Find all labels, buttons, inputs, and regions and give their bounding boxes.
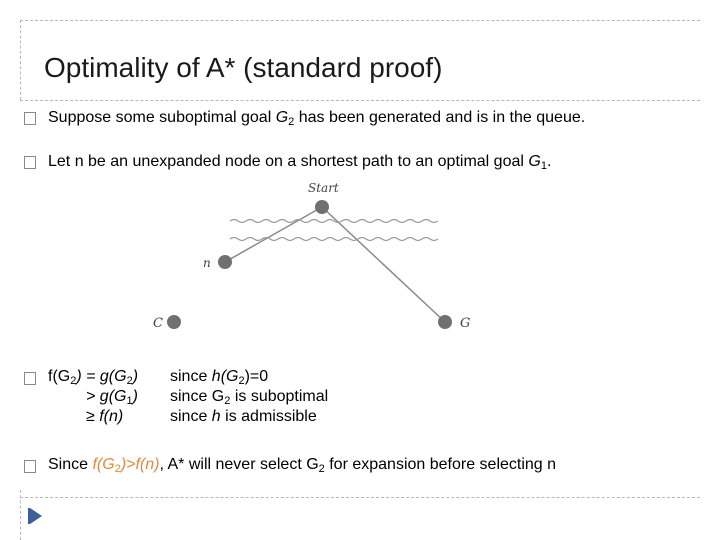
goal-symbol: G — [275, 109, 289, 126]
frontier-wave-upper — [229, 218, 439, 224]
edge-start-g2 — [321, 206, 446, 323]
proof-text: ) — [132, 388, 138, 405]
bullet-text: Let n be an unexpanded node on a shortes… — [48, 153, 529, 170]
proof-text: since — [170, 368, 212, 385]
conclusion-text: , A* will never select G — [159, 456, 319, 473]
conclusion-text: Since — [48, 456, 93, 473]
conclusion-highlight: f(G — [92, 456, 115, 473]
proof-text: h(G — [211, 368, 239, 385]
conclusion-subscript: 2 — [318, 463, 325, 475]
conclusion-highlight: )>f(n) — [120, 456, 160, 473]
goal-symbol: G — [528, 153, 541, 170]
proof-text: since — [170, 408, 212, 425]
proof-subscript: 2 — [238, 375, 245, 387]
footer-divider — [20, 497, 700, 498]
c-label: C — [153, 316, 163, 331]
bullet-marker — [24, 372, 36, 385]
g2-label: G2 — [460, 316, 470, 333]
slide-title: Optimality of A* (standard proof) — [44, 52, 443, 83]
proof-text: is suboptimal — [230, 388, 329, 405]
proof-left-row-2: > g(G1) — [86, 387, 138, 411]
n-label: n — [203, 256, 211, 270]
proof-subscript: 2 — [224, 395, 231, 407]
proof-right-row-2: since G2 is suboptimal — [170, 387, 328, 411]
proof-text: is admissible — [220, 408, 317, 425]
proof-left-row-3: ≥ f(n) — [86, 408, 124, 425]
proof-text: ) — [132, 368, 139, 385]
bullet-unexpanded-node: Let n be an unexpanded node on a shortes… — [48, 152, 551, 176]
n-node — [218, 255, 232, 269]
conclusion-text: for expansion before selecting n — [324, 456, 557, 473]
frame-left-bottom — [20, 490, 21, 540]
bullet-marker — [24, 156, 36, 169]
proof-text: f(G — [48, 368, 71, 385]
g2-label-letter: G — [460, 316, 470, 331]
proof-text: > g(G — [86, 388, 127, 405]
proof-text: h — [211, 408, 221, 425]
goal-subscript: 2 — [288, 116, 295, 128]
g2-label-sub: 2 — [469, 323, 470, 333]
bullet-text: has been generated and is in the queue. — [294, 109, 586, 126]
frontier-wave-lower — [229, 236, 439, 242]
next-slide-arrow-icon[interactable] — [28, 508, 42, 524]
edge-start-n — [224, 206, 323, 263]
bullet-text: Suppose some suboptimal goal — [48, 109, 276, 126]
proof-right-row-1: since h(G2)=0 — [170, 367, 268, 391]
bullet-text: . — [546, 153, 552, 170]
g2-node — [438, 315, 452, 329]
start-node — [315, 200, 329, 214]
search-tree-diagram: Start n C G2 — [153, 181, 470, 333]
proof-subscript: 2 — [126, 375, 133, 387]
title-divider — [20, 100, 700, 101]
frame-left-top — [20, 20, 21, 100]
proof-right-row-3: since h is admissible — [170, 407, 317, 427]
proof-subscript: 1 — [126, 395, 133, 407]
goal-subscript: 1 — [540, 160, 547, 172]
frame-top-line — [20, 20, 700, 21]
proof-text: ) = g(G — [76, 368, 127, 385]
proof-left-row-1: f(G2) = g(G2) — [48, 367, 138, 391]
c-node — [167, 315, 181, 329]
bullet-suboptimal-goal: Suppose some suboptimal goal G2 has been… — [48, 108, 585, 132]
conclusion-highlight-sub: 2 — [114, 463, 121, 475]
proof-text: since G — [170, 388, 225, 405]
bullet-marker — [24, 112, 36, 125]
proof-text: )=0 — [244, 368, 269, 385]
proof-subscript: 2 — [70, 375, 77, 387]
start-label: Start — [308, 181, 339, 195]
conclusion-line: Since f(G2)>f(n), A* will never select G… — [48, 455, 556, 479]
bullet-marker — [24, 460, 36, 473]
